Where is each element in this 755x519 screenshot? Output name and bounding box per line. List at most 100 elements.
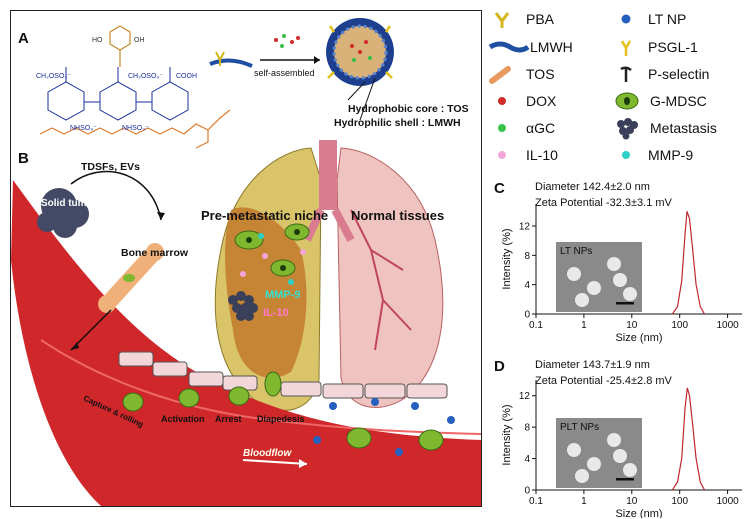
y-tick-label: 4 [524,454,530,465]
tem-particle [575,469,589,483]
metastasis-icon [617,118,638,140]
chem-label-ch2oso3-1: CH₂OSO₃⁻ [36,73,71,80]
arrest-label: Arrest [215,414,242,424]
tos-icon [489,66,511,84]
legend-item-lt-np: LT NP [612,8,686,30]
y-tick-label: 0 [524,310,530,321]
psgl1-icon [620,40,632,56]
x-tick-label: 1 [581,496,587,507]
legend-item-agc: αGC [488,117,555,139]
x-tick-label: 1000 [716,496,739,507]
diapedesis-label: Diapedesis [257,414,305,424]
tem-particle [575,293,589,307]
solid-tumor-label: Solid tumor [41,198,97,209]
panel-a-label: A [18,30,29,47]
panel-a-graphic: HO OH CH₂OSO₃⁻ CH₂OSO₃⁻ COOH NHSO₃⁻ NHSO… [36,18,469,149]
tos-structure [39,109,231,149]
core-label: Hydrophobic core : TOS [348,103,469,115]
self-assembled-label: self-assembled [254,68,315,78]
x-axis-label: Size (nm) [615,508,662,518]
il10-icon [498,151,506,159]
endothelium-row [118,351,448,399]
tdsfs-arrow [70,170,162,221]
lung-left-icon [214,147,322,411]
legend-item-tos: TOS [488,63,555,85]
d-zeta: Zeta Potential -25.4±2.8 mV [535,375,672,387]
legend-item-metastasis: Metastasis [612,117,717,140]
metastasis-cluster-icon [228,291,258,321]
x-tick-label: 0.1 [529,496,543,507]
tem-particle [613,273,627,287]
x-tick-label: 0.1 [529,320,543,331]
bone-arrow [70,309,112,351]
tdsfs-label: TDSFs, EVs [81,161,140,173]
x-tick-label: 100 [671,496,688,507]
bloodflow-arrow [242,459,308,465]
y-tick-label: 4 [524,280,530,291]
tem-particle [607,433,621,447]
inset-label: PLT NPs [560,422,599,433]
x-tick-label: 10 [626,320,638,331]
x-tick-label: 1000 [716,320,739,331]
series-line [671,387,706,491]
mmp9-label: MMP-9 [265,289,300,301]
legend-item-p-selectin: P-selectin [612,63,709,85]
scale-bar [616,302,634,305]
inset-label: LT NPs [560,246,592,257]
lmwh-icon [488,41,530,53]
tem-particle [567,267,581,281]
pba-icon [494,12,510,28]
pba-structure [109,25,131,67]
niche-cells-icon [234,223,310,285]
trachea-icon [303,140,355,242]
solid-tumor-icon [37,188,89,238]
tem-inset: LT NPs [556,242,642,312]
x-tick-label: 100 [671,320,688,331]
legend-item-pba: PBA [488,8,554,30]
tem-particle [623,287,637,301]
y-axis-label: Intensity (%) [501,228,513,289]
x-tick-label: 10 [626,496,638,507]
nanoparticle-icon [326,18,394,86]
agc-icon [498,124,506,132]
chem-label-ho: HO [92,37,103,44]
legend-item-dox: DOX [488,90,556,112]
tem-particle [587,281,601,295]
y-tick-label: 0 [524,486,530,497]
series-line [671,211,706,315]
g-mdsc-icon [615,92,639,110]
tem-inset: PLT NPs [556,418,642,488]
activation-label: Activation [161,414,205,424]
normal-tissues-label: Normal tissues [351,208,444,223]
y-tick-label: 8 [524,251,530,262]
y-tick-label: 12 [519,391,531,402]
pre-metastatic-label: Pre-metastatic niche [201,208,328,223]
schematic-frame [10,10,482,507]
chem-label-cooh: COOH [176,73,197,80]
tem-particle [607,257,621,271]
il10-label: IL-10 [263,307,289,319]
x-tick-label: 1 [581,320,587,331]
shell-label: Hydrophilic shell : LMWH [334,117,461,129]
y-tick-label: 12 [519,222,531,233]
x-axis-label: Size (nm) [615,332,662,344]
chem-label-nhso3-2: NHSO₃⁻ [122,125,149,132]
mmp9-icon [622,151,630,159]
y-tick-label: 8 [524,423,530,434]
tem-particle [623,463,637,477]
legend-item-mmp9: MMP-9 [612,144,693,166]
circulating-cells-icon [122,371,455,456]
panel-b-label: B [18,150,29,167]
legend-item-g-mdsc: G-MDSC [612,90,707,112]
p-selectin-icon [620,66,632,82]
tem-particle [587,457,601,471]
blood-vessel-icon [11,180,481,506]
y-axis-label: Intensity (%) [501,404,513,465]
legend-item-il10: IL-10 [488,144,558,166]
dox-icon [498,97,506,105]
scale-bar [616,478,634,481]
legend-item-lmwh: LMWH [488,36,573,58]
bone-marrow-label: Bone marrow [121,247,189,259]
